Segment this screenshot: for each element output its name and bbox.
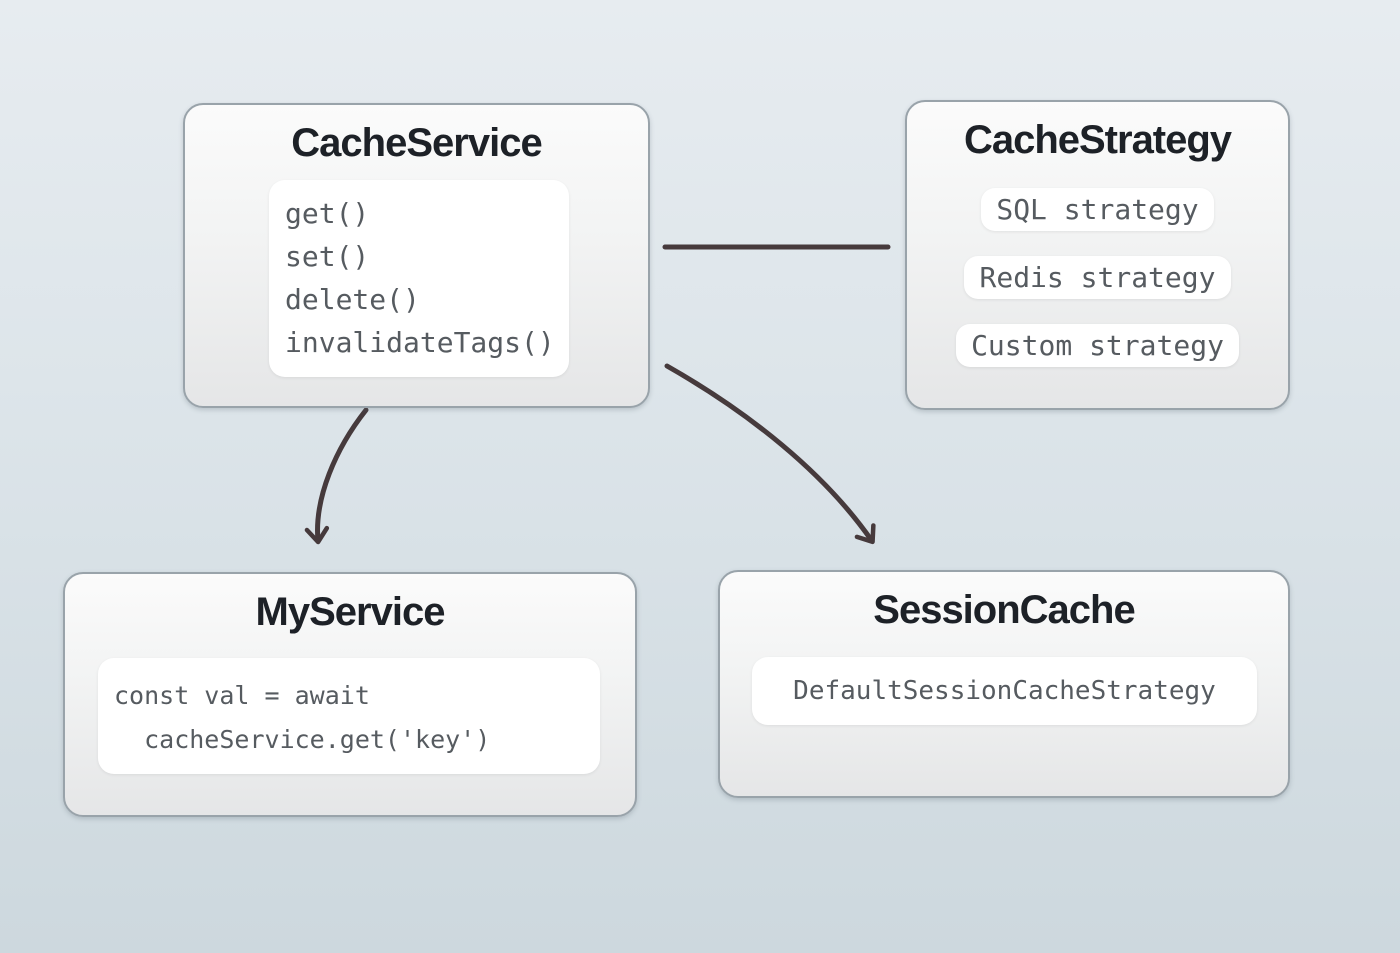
- code-line-1: const val = await: [114, 681, 370, 710]
- node-cache-strategy: CacheStrategy SQL strategy Redis strateg…: [905, 100, 1290, 410]
- strategy-pill-list: SQL strategy Redis strategy Custom strat…: [907, 188, 1288, 367]
- cache-service-title: CacheService: [291, 121, 542, 165]
- method-delete: delete(): [285, 283, 420, 316]
- node-my-service: MyService const val = await cacheService…: [63, 572, 637, 817]
- connector-cacheservice-myservice-arrow: [304, 407, 369, 545]
- method-set: set(): [285, 240, 370, 273]
- code-line-2: cacheService.get('key'): [114, 725, 491, 754]
- node-cache-service: CacheService get() set() delete() invali…: [183, 103, 650, 408]
- my-service-code-panel: const val = await cacheService.get('key'…: [98, 658, 600, 774]
- session-cache-strategy-pill: DefaultSessionCacheStrategy: [752, 657, 1257, 725]
- method-get: get(): [285, 197, 370, 230]
- strategy-pill-redis: Redis strategy: [964, 256, 1231, 299]
- strategy-pill-custom: Custom strategy: [956, 324, 1239, 367]
- strategy-pill-sql: SQL strategy: [981, 188, 1214, 231]
- cache-strategy-title: CacheStrategy: [963, 118, 1232, 162]
- node-session-cache: SessionCache DefaultSessionCacheStrategy: [718, 570, 1290, 798]
- method-invalidate-tags: invalidateTags(): [285, 326, 555, 359]
- cache-service-methods-panel: get() set() delete() invalidateTags(): [269, 180, 569, 377]
- session-cache-title: SessionCache: [873, 588, 1135, 632]
- connector-cacheservice-sessioncache-arrow: [664, 363, 876, 545]
- my-service-title: MyService: [255, 590, 446, 634]
